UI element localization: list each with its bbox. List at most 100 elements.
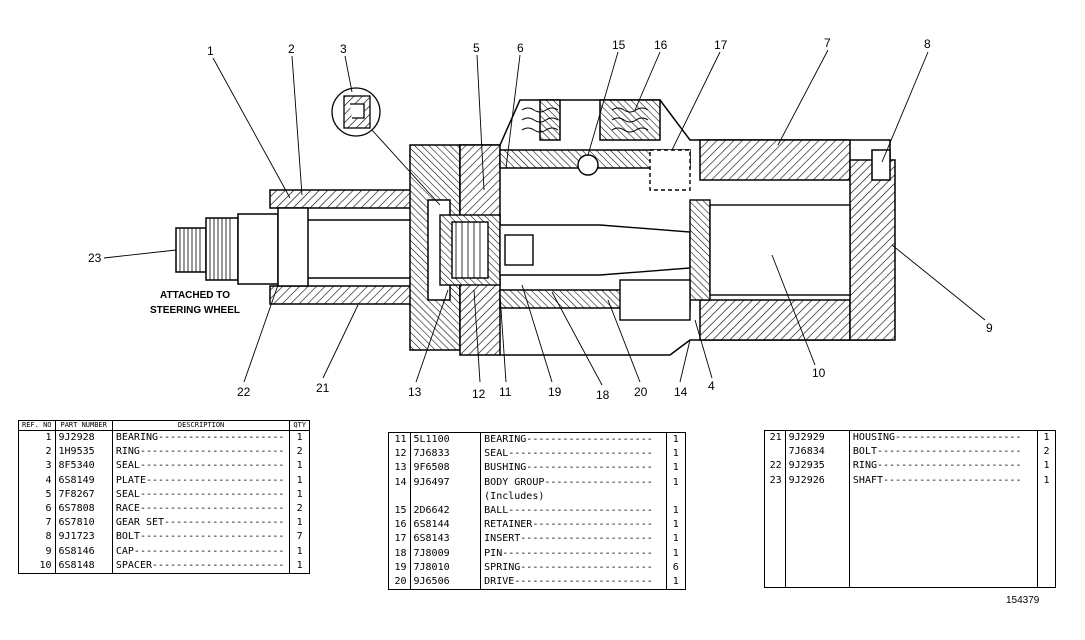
qty-cell: 1 [672, 576, 679, 588]
qty-cell: 1 [672, 547, 679, 559]
part-number-cell: 9J2929 [785, 430, 850, 446]
part-number-cell: 9J2935 [785, 459, 850, 474]
qty-cell: 7 [296, 531, 303, 543]
attached-note-line2: STEERING WHEEL [150, 305, 240, 316]
description-cell: CAP------------------------- [112, 544, 291, 559]
description-cell: SHAFT----------------------- [849, 473, 1039, 488]
part-number-cell: 6S8148 [55, 558, 113, 574]
part-number-cell: 9J6497 [410, 475, 482, 490]
qty-cell: 1 [1043, 474, 1050, 486]
ref-cell: 12 [388, 447, 411, 462]
part-number-cell [410, 489, 482, 505]
callout-12: 12 [472, 387, 486, 401]
callout-15: 15 [612, 38, 626, 52]
part-number-cell: 7J8009 [410, 546, 482, 561]
part-number-cell: 6S7810 [55, 516, 113, 531]
callout-8: 8 [924, 37, 931, 51]
attached-note-line1: ATTACHED TO [160, 290, 230, 301]
empty-row [764, 544, 1056, 559]
part-number-cell: 9J2926 [785, 473, 850, 488]
ref-cell: 6 [18, 502, 56, 517]
seal-detail-inset [331, 87, 381, 137]
figure-id: 154379 [1006, 595, 1040, 606]
callout-7: 7 [824, 36, 831, 50]
part-number-cell: 6S8146 [55, 544, 113, 559]
description-cell: HOUSING--------------------- [849, 430, 1039, 446]
housing [269, 144, 461, 351]
table-row: (Includes) [388, 489, 686, 505]
qty-cell: 1 [672, 533, 679, 545]
callout-9: 9 [986, 321, 993, 335]
part-number-cell: 6S8144 [410, 518, 482, 533]
callout-19: 19 [548, 385, 562, 399]
description-cell: BEARING--------------------- [112, 430, 291, 446]
part-number-cell: 7F8267 [55, 487, 113, 503]
part-number-cell: 9J1723 [55, 530, 113, 545]
qty-cell [666, 490, 685, 504]
callout-23: 23 [88, 251, 102, 265]
ref-cell: 4 [18, 473, 56, 488]
ref-cell: 3 [18, 459, 56, 474]
description-cell: SEAL------------------------ [112, 487, 291, 503]
steering-shaft [175, 213, 279, 285]
callout-10: 10 [812, 366, 826, 380]
ref-cell [764, 445, 786, 460]
header-part-number: PART NUMBER [55, 420, 113, 431]
ref-cell: 16 [388, 518, 411, 533]
qty-cell: 6 [672, 561, 679, 573]
callout-labels: 1 2 3 5 6 15 16 17 7 8 23 9 10 22 21 13 … [88, 36, 993, 402]
qty-cell: 1 [1043, 432, 1050, 443]
qty-cell: 2 [1043, 446, 1050, 458]
part-number-cell: 1H9535 [55, 445, 113, 460]
empty-row [764, 487, 1056, 503]
part-number-cell: 7J6833 [410, 447, 482, 462]
callout-14: 14 [674, 385, 688, 399]
callout-2: 2 [288, 42, 295, 56]
qty-cell: 1 [296, 488, 303, 500]
part-number-cell: 9J6506 [410, 575, 482, 590]
ref-cell: 13 [388, 461, 411, 476]
ref-cell: 9 [18, 544, 56, 559]
part-number-cell: 7J8010 [410, 560, 482, 576]
part-number-cell: 6S8149 [55, 473, 113, 488]
description-cell: INSERT---------------------- [480, 532, 667, 547]
description-cell: SEAL------------------------ [112, 459, 291, 474]
qty-cell: 1 [672, 519, 679, 531]
part-number-cell: 7J6834 [785, 445, 850, 460]
ref-cell: 7 [18, 516, 56, 531]
part-number-cell: 9F6508 [410, 461, 482, 476]
description-cell: BEARING--------------------- [480, 432, 667, 448]
description-cell: RETAINER-------------------- [480, 518, 667, 533]
ref-cell: 21 [764, 430, 786, 446]
part-number-cell: 2D6642 [410, 504, 482, 519]
qty-cell: 1 [296, 432, 303, 443]
qty-cell: 1 [672, 505, 679, 517]
callout-1: 1 [207, 44, 214, 58]
header-description: DESCRIPTION [112, 420, 291, 431]
ref-cell: 5 [18, 487, 56, 503]
ref-cell: 20 [388, 575, 411, 590]
header-ref: REF. NO [18, 420, 56, 431]
qty-cell: 1 [296, 460, 303, 472]
description-cell: BUSHING--------------------- [480, 461, 667, 476]
callout-4: 4 [708, 379, 715, 393]
empty-row [764, 530, 1056, 545]
description-cell: RACE------------------------ [112, 502, 291, 517]
description-cell: DRIVE----------------------- [480, 575, 667, 590]
